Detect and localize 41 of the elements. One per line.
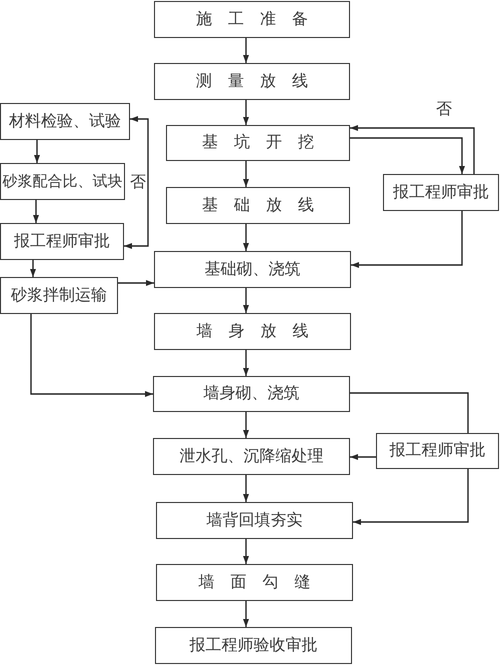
process-box: 墙面勾缝 xyxy=(156,564,353,601)
arrow xyxy=(243,539,249,564)
arrow xyxy=(243,38,249,63)
arrow xyxy=(243,350,249,376)
arrow xyxy=(353,469,469,525)
process-box: 基础放线 xyxy=(166,187,350,224)
edge-label: 否 xyxy=(436,101,452,119)
arrow xyxy=(33,200,39,223)
arrow xyxy=(350,454,376,460)
process-box: 泄水孔、沉降缩处理 xyxy=(153,438,350,475)
connector-line xyxy=(350,392,469,433)
arrow xyxy=(243,601,249,627)
arrow xyxy=(243,412,249,438)
arrow xyxy=(243,475,249,502)
process-box: 基坑开挖 xyxy=(166,125,350,161)
arrow xyxy=(351,211,463,268)
arrow xyxy=(30,314,153,397)
process-box: 测量放线 xyxy=(154,63,350,100)
arrow xyxy=(350,125,475,174)
arrow xyxy=(124,116,149,249)
process-box: 砂浆配合比、试块 xyxy=(0,163,125,200)
arrow xyxy=(350,137,465,174)
process-box: 材料检验、试验 xyxy=(0,103,130,140)
arrow xyxy=(118,280,154,286)
arrow xyxy=(243,224,249,251)
process-box: 报工程师验收审批 xyxy=(155,627,352,664)
process-box: 报工程师审批 xyxy=(0,223,124,260)
arrow xyxy=(30,260,36,277)
arrow xyxy=(243,161,249,187)
process-box: 报工程师审批 xyxy=(383,174,499,211)
arrow xyxy=(243,288,249,313)
process-box: 墙身放线 xyxy=(154,313,351,350)
process-box: 报工程师审批 xyxy=(376,433,499,469)
process-box: 墙背回填夯实 xyxy=(156,502,353,539)
arrow xyxy=(34,140,40,163)
edge-label: 否 xyxy=(130,174,146,192)
arrow xyxy=(243,100,249,125)
process-box: 墙身砌、浇筑 xyxy=(153,376,350,412)
process-box: 基础砌、浇筑 xyxy=(154,251,351,288)
process-box: 砂浆拌制运输 xyxy=(0,277,118,314)
process-box: 施工准备 xyxy=(154,1,350,38)
